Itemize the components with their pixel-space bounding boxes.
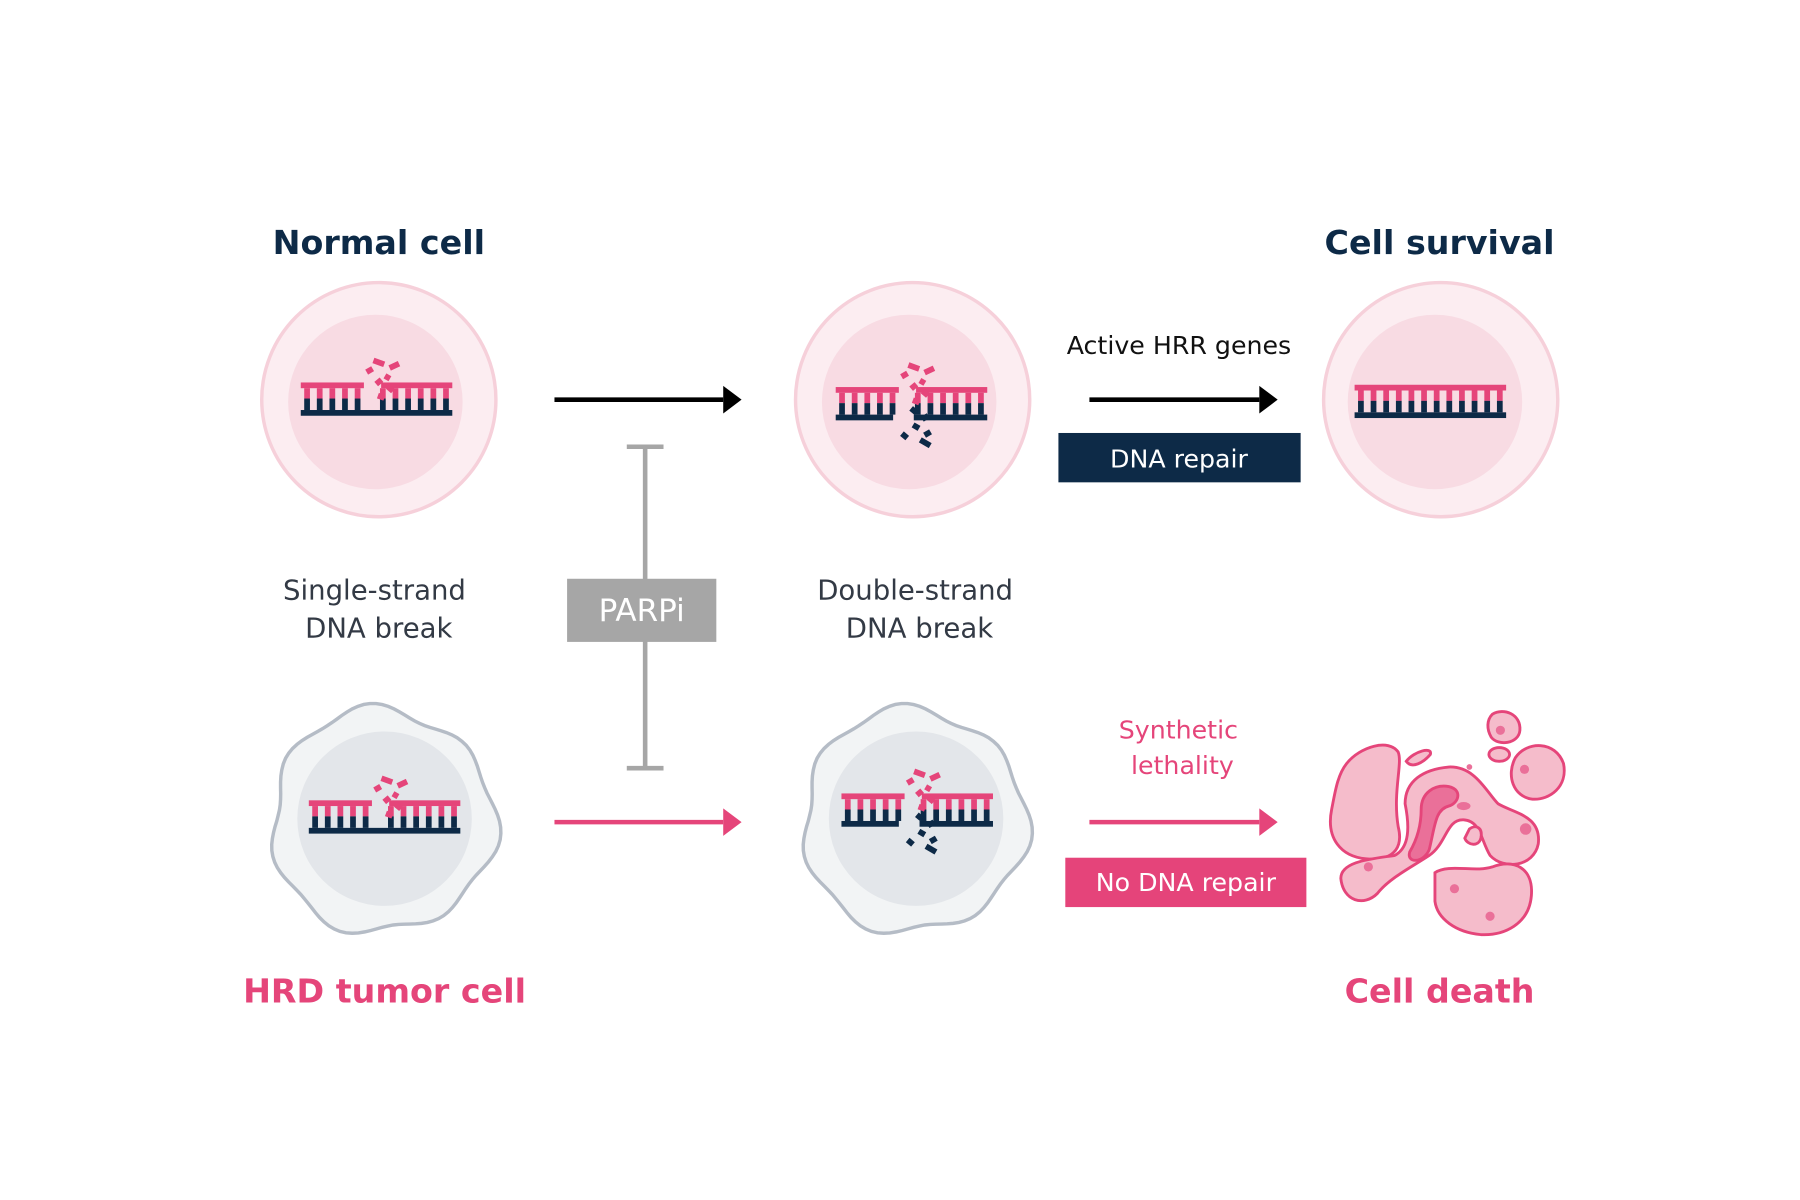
parpi-inhibition-bar: PARPi	[567, 444, 717, 771]
no-dna-repair-label: No DNA repair	[1096, 868, 1277, 897]
dna-single-strand-break-icon	[300, 357, 453, 416]
dna-single-strand-break-icon	[308, 775, 461, 834]
cell-death-title: Cell death	[1345, 971, 1535, 1010]
surviving-cell	[1321, 280, 1560, 519]
dna-double-strand-break-icon	[835, 362, 988, 449]
normal-cell-double-strand-break	[793, 280, 1032, 519]
dna-double-strand-break-icon	[841, 768, 993, 855]
hrd-tumor-cell-title: HRD tumor cell	[243, 971, 526, 1010]
parpi-label: PARPi	[599, 593, 685, 629]
cell-survival-title: Cell survival	[1325, 223, 1555, 262]
arrow-to-cell-death	[1089, 808, 1278, 836]
arrow-normal-to-double-break	[554, 385, 742, 414]
single-strand-break-label: Single-strand DNA break	[283, 574, 475, 644]
double-strand-break-label: Double-strand DNA break	[817, 574, 1022, 644]
dead-cell-fragments-icon	[1329, 710, 1566, 937]
dna-intact-icon	[1354, 384, 1507, 419]
normal-cell-single-strand-break	[260, 280, 498, 519]
no-dna-repair-box: No DNA repair	[1065, 857, 1307, 908]
dna-repair-label: DNA repair	[1110, 444, 1249, 473]
normal-cell-title: Normal cell	[273, 223, 485, 262]
arrow-to-cell-survival	[1089, 385, 1278, 414]
arrow-tumor-to-double-break	[554, 808, 742, 836]
synthetic-lethality-label: Synthetic lethality	[1119, 715, 1246, 780]
tumor-cell-single-strand-break	[269, 701, 503, 935]
dna-repair-box: DNA repair	[1058, 432, 1301, 483]
active-hrr-genes-label: Active HRR genes	[1067, 331, 1292, 360]
tumor-cell-double-strand-break	[801, 701, 1035, 935]
